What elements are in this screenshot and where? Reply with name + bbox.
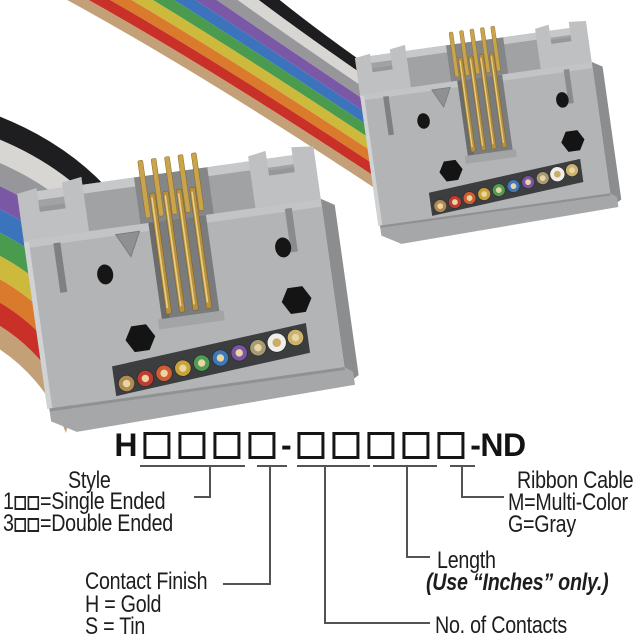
part-number-digit-box <box>402 431 430 459</box>
ribbon-wire <box>131 0 401 167</box>
style-label: Style <box>68 467 111 494</box>
contact-finish-option-tin: S = Tin <box>85 613 146 640</box>
part-number-digit-box <box>332 431 360 459</box>
part-number-dash: - <box>281 427 292 463</box>
digit-box-icon <box>14 496 27 510</box>
part-number-digit-box <box>248 431 276 459</box>
style-option2-text: =Double Ended <box>39 510 173 537</box>
ribbon-wire <box>0 302 76 410</box>
style-option1-code: 1 <box>3 488 14 515</box>
part-number-boxes-group2 <box>293 431 468 459</box>
part-number-boxes-group1 <box>139 431 279 459</box>
part-number-digit-box <box>437 431 465 459</box>
part-number-prefix: H <box>114 427 138 463</box>
part-number-digit-box <box>297 431 325 459</box>
part-number: H - -ND <box>114 427 526 463</box>
contact-finish-label: Contact Finish <box>85 568 208 595</box>
bracket-no-of-contacts <box>297 465 430 624</box>
ribbon-wire <box>67 0 383 189</box>
ribbon-cable-top <box>67 0 438 189</box>
style-option-single: 1 =Single Ended <box>3 488 166 515</box>
part-number-digit-box <box>367 431 395 459</box>
part-number-suffix: -ND <box>470 427 526 463</box>
digit-box-icon <box>14 518 27 532</box>
ribbon-wire <box>152 0 407 159</box>
part-number-digit-box <box>178 431 206 459</box>
part-number-digit-box <box>213 431 241 459</box>
ribbon-wire <box>110 0 395 174</box>
ribbon-cable-label: Ribbon Cable <box>517 467 634 494</box>
length-label: Length <box>437 547 496 574</box>
style-option1-text: =Single Ended <box>39 488 166 515</box>
style-option-double: 3 =Double Ended <box>3 512 173 536</box>
bracket-contact-finish <box>223 465 287 585</box>
part-number-digit-box <box>143 431 171 459</box>
length-note: (Use “Inches” only.) <box>426 569 609 596</box>
digit-box-icon <box>27 518 40 532</box>
digit-box-icon <box>27 496 40 510</box>
ribbon-wire <box>88 0 389 182</box>
bracket-length <box>373 465 437 558</box>
no-of-contacts-label: No. of Contacts <box>435 612 567 639</box>
ribbon-cable-option-multicolor: M=Multi-Color <box>508 489 628 516</box>
ribbon-wire <box>174 0 414 152</box>
ribbon-cable-option-gray: G=Gray <box>508 511 576 538</box>
style-option2-code: 3 <box>3 510 14 537</box>
bracket-ribbon-cable <box>450 465 504 498</box>
product-photo <box>0 0 624 437</box>
contact-finish-option-gold: H = Gold <box>85 591 162 618</box>
bracket-style <box>140 465 245 498</box>
